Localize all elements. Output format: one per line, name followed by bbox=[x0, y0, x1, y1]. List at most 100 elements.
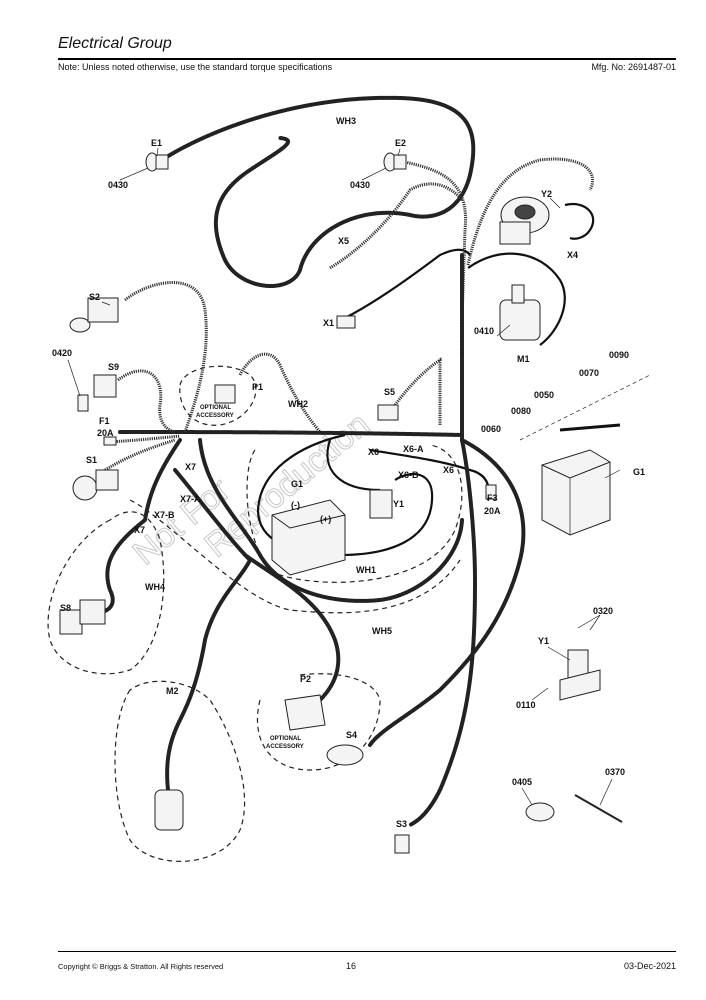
label-x6b: X6-B bbox=[398, 470, 419, 480]
harness-m2 bbox=[165, 468, 253, 792]
optional-accessory-1a: OPTIONAL bbox=[200, 405, 231, 411]
label-x4: X4 bbox=[567, 250, 578, 260]
cable-y1 bbox=[326, 439, 381, 492]
part-m2-motor bbox=[154, 789, 184, 831]
optional-accessory-2a: OPTIONAL bbox=[270, 736, 301, 742]
part-g1-battery-installed bbox=[271, 499, 346, 576]
label-0080: 0080 bbox=[511, 406, 531, 416]
label-g1-b: G1 bbox=[633, 467, 645, 477]
leader-lines bbox=[67, 147, 621, 806]
label-0110: 0110 bbox=[516, 700, 536, 710]
label-m2: M2 bbox=[166, 686, 179, 696]
label-x6-b: X6 bbox=[443, 465, 454, 475]
optional-accessory-1b: ACCESSORY bbox=[196, 413, 234, 419]
watermark: Not For Reproduction bbox=[125, 405, 377, 573]
part-y1-solenoid bbox=[369, 489, 393, 519]
label-0070: 0070 bbox=[579, 368, 599, 378]
footer-rule bbox=[58, 951, 676, 952]
footer-date: 03-Dec-2021 bbox=[623, 961, 676, 971]
group-outline-p1 bbox=[179, 365, 257, 426]
label-e2: E2 bbox=[395, 138, 406, 148]
label-wh1: WH1 bbox=[356, 565, 376, 575]
label-m1: M1 bbox=[517, 354, 530, 364]
label-0090: 0090 bbox=[609, 350, 629, 360]
part-s4-sensor bbox=[326, 744, 364, 766]
group-outline-p2 bbox=[256, 673, 381, 771]
label-x7a: X7-A bbox=[180, 494, 201, 504]
part-s8 bbox=[59, 599, 106, 635]
footer-copyright: Copyright © Briggs & Stratton. All Right… bbox=[58, 962, 224, 971]
part-p1 bbox=[214, 384, 236, 404]
part-p2-display bbox=[284, 694, 326, 731]
part-s5 bbox=[377, 404, 399, 421]
label-s9: S9 bbox=[108, 362, 119, 372]
label-p2: P2 bbox=[300, 674, 311, 684]
harness-s3 bbox=[408, 438, 478, 827]
label-x7-a: X7 bbox=[185, 462, 196, 472]
label-f3: F3 bbox=[487, 493, 498, 503]
label-s8: S8 bbox=[60, 603, 71, 613]
part-s2-switch bbox=[69, 297, 119, 333]
harness-x5 bbox=[329, 182, 464, 270]
harness-wh2 bbox=[118, 430, 464, 437]
part-x1-connector bbox=[336, 315, 356, 329]
part-e1 bbox=[145, 152, 169, 172]
group-outline-wh1 bbox=[246, 444, 463, 583]
wire-x1 bbox=[344, 248, 471, 319]
label-s2: S2 bbox=[89, 292, 100, 302]
label-x5: X5 bbox=[338, 236, 349, 246]
label-0430-b: 0430 bbox=[350, 180, 370, 190]
wire-m1 bbox=[467, 252, 566, 346]
part-0420 bbox=[77, 394, 89, 412]
label-y1-a: Y1 bbox=[393, 499, 404, 509]
optional-accessory-2b: ACCESSORY bbox=[266, 744, 304, 750]
label-0410: 0410 bbox=[474, 326, 494, 336]
label-wh3: WH3 bbox=[336, 116, 356, 126]
label-0420: 0420 bbox=[52, 348, 72, 358]
label-s3: S3 bbox=[396, 819, 407, 829]
label-0050: 0050 bbox=[534, 390, 554, 400]
label-x1: X1 bbox=[323, 318, 334, 328]
part-f3-fuse bbox=[485, 484, 497, 500]
label-0430-a: 0430 bbox=[108, 180, 128, 190]
label-s1: S1 bbox=[86, 455, 97, 465]
harness-s1 bbox=[104, 438, 176, 472]
part-y2-clutch bbox=[499, 196, 550, 245]
label-e1: E1 bbox=[151, 138, 162, 148]
label-f1: F1 bbox=[99, 416, 110, 426]
label-wh2: WH2 bbox=[288, 399, 308, 409]
group-outline-m2 bbox=[114, 680, 246, 862]
label-y1-b: Y1 bbox=[538, 636, 549, 646]
part-s3 bbox=[394, 834, 410, 854]
label-g1-a: G1 bbox=[291, 479, 303, 489]
label-x6-a: X6 bbox=[368, 447, 379, 457]
harness-p2 bbox=[243, 553, 341, 702]
harness-wh5-lower bbox=[198, 438, 464, 603]
label-p1: P1 bbox=[252, 382, 263, 392]
group-outline-wh4 bbox=[47, 511, 165, 675]
label-x7-b: X7 bbox=[134, 525, 145, 535]
label-0060: 0060 bbox=[481, 424, 501, 434]
label-0320: 0320 bbox=[593, 606, 613, 616]
label-battery-minus: (-) bbox=[291, 500, 300, 510]
harness-wh3 bbox=[163, 95, 476, 288]
torque-note: Note: Unless noted otherwise, use the st… bbox=[58, 62, 333, 72]
label-x7b: X7-B bbox=[154, 510, 175, 520]
part-g1-battery bbox=[541, 449, 611, 536]
part-0370-tie bbox=[574, 794, 623, 823]
label-f1-amperage: 20A bbox=[97, 428, 114, 438]
label-battery-plus: (+) bbox=[320, 514, 331, 524]
footer-page-number: 16 bbox=[346, 961, 357, 971]
label-wh4: WH4 bbox=[145, 582, 165, 592]
header-rule bbox=[58, 58, 676, 60]
part-y1-solenoid-detail bbox=[559, 649, 601, 701]
label-s5: S5 bbox=[384, 387, 395, 397]
label-s4: S4 bbox=[346, 730, 357, 740]
part-0090-rod bbox=[519, 374, 651, 441]
part-0405-plug bbox=[525, 802, 555, 822]
label-x6a: X6-A bbox=[403, 444, 424, 454]
part-m1-starter bbox=[499, 284, 541, 341]
group-outline-wh5 bbox=[129, 499, 461, 614]
mfg-number: Mfg. No: 2691487-01 bbox=[591, 62, 676, 72]
